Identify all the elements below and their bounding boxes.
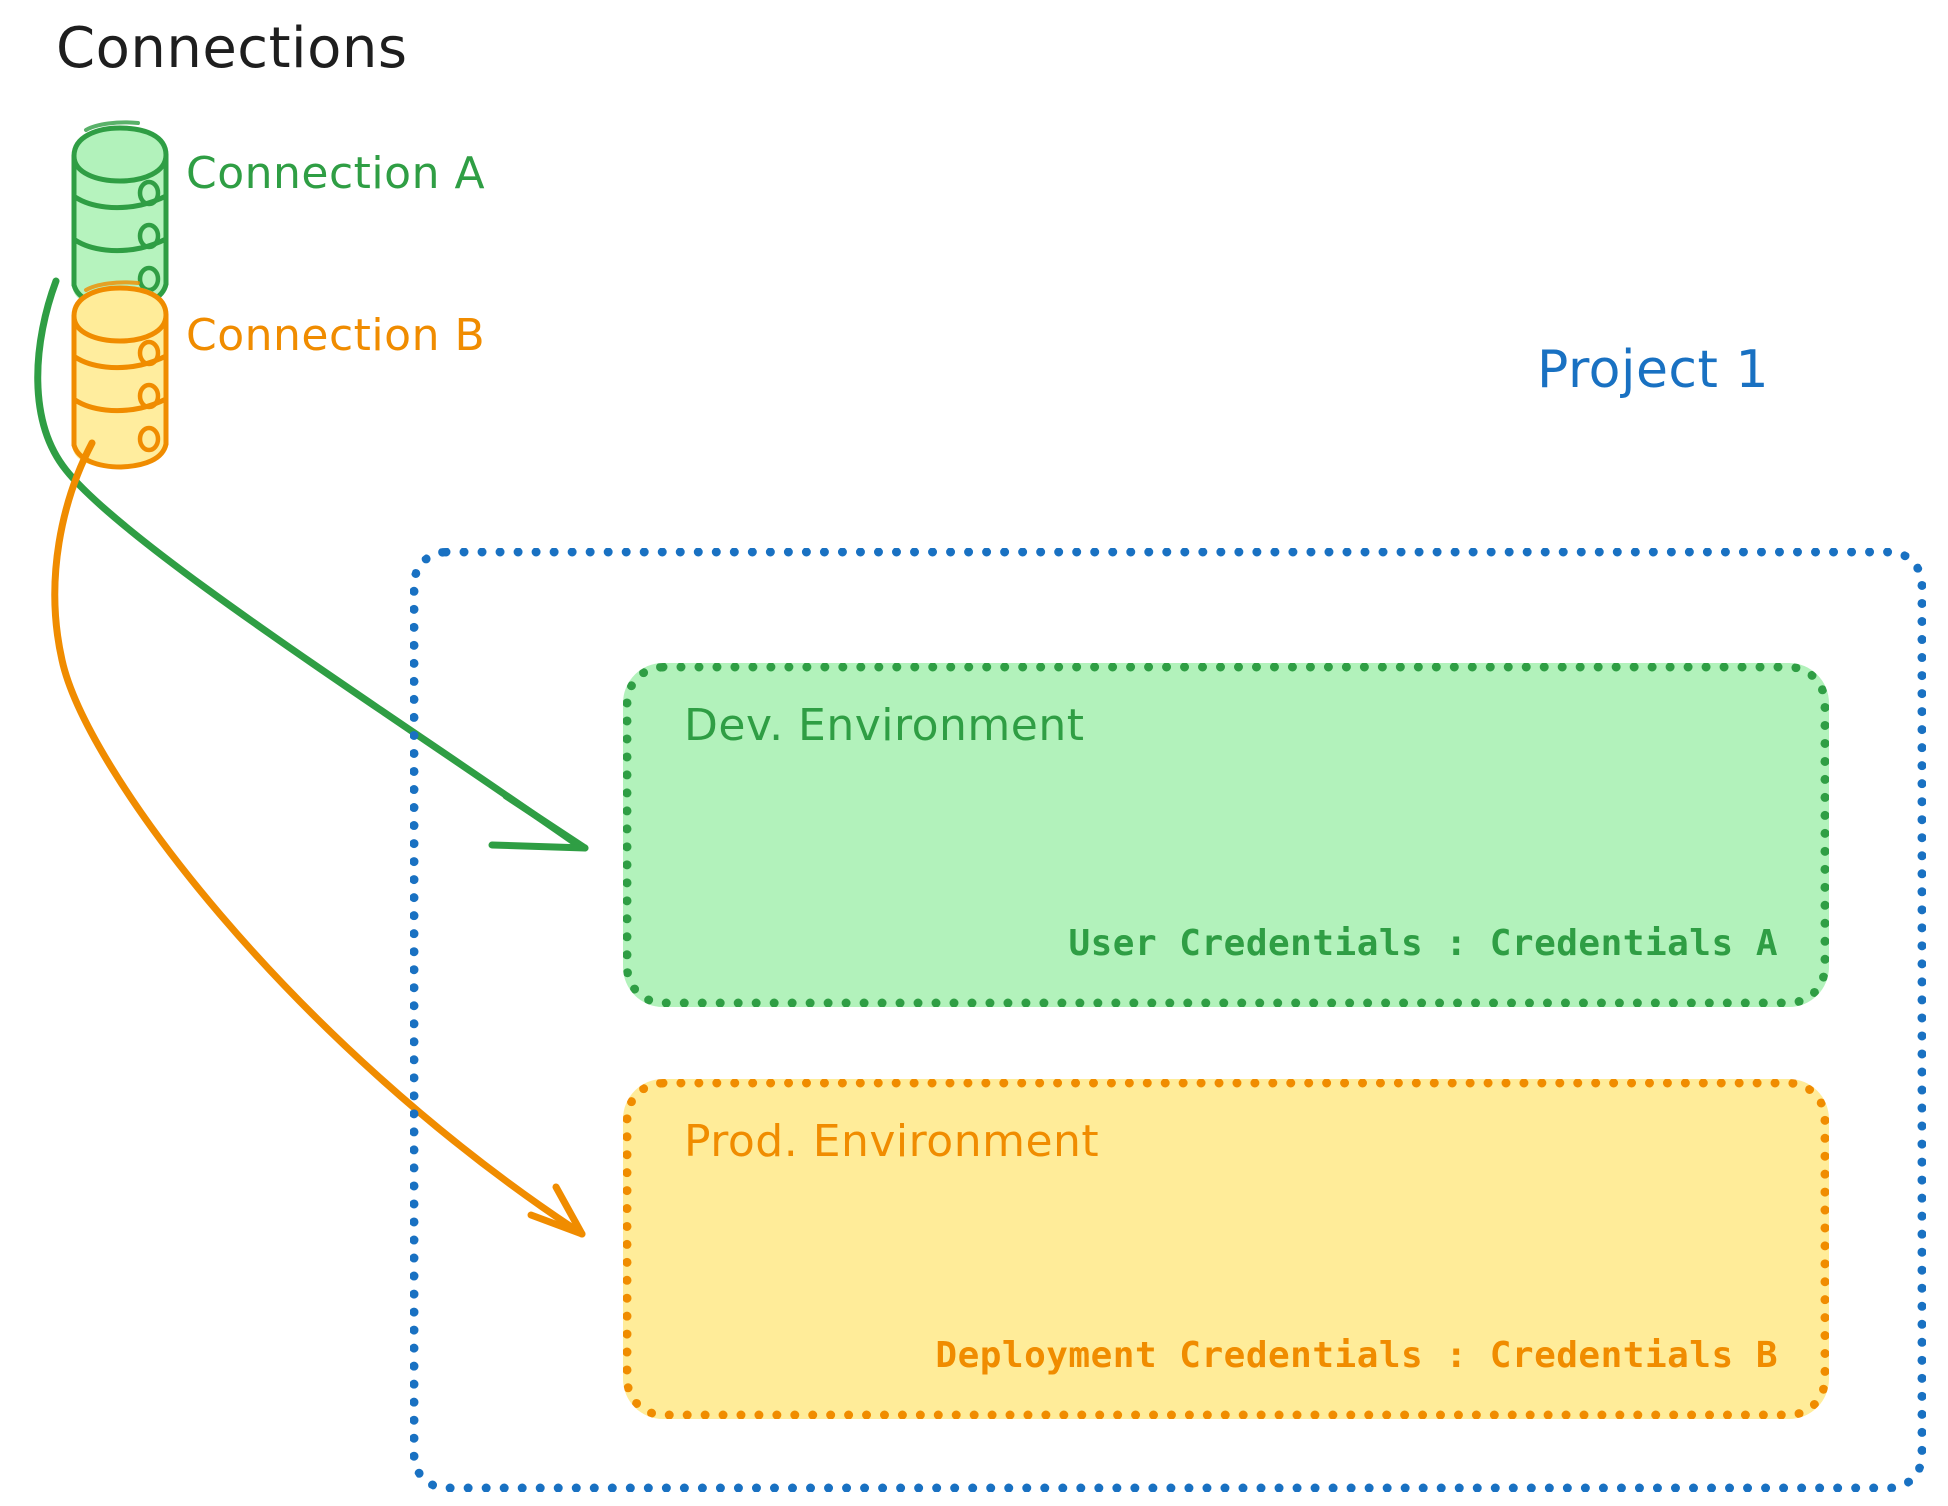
- project-container: Dev. Environment User Credentials : Cred…: [410, 548, 1926, 1492]
- prod-environment-title: Prod. Environment: [684, 1116, 1100, 1167]
- dev-environment-box[interactable]: Dev. Environment User Credentials : Cred…: [623, 663, 1829, 1007]
- connection-b-label[interactable]: Connection B: [186, 310, 486, 361]
- connection-a-label[interactable]: Connection A: [186, 148, 486, 199]
- connection-b-icon-slot[interactable]: [66, 278, 176, 478]
- page-title: Connections: [56, 16, 408, 81]
- dev-environment-title: Dev. Environment: [684, 700, 1085, 751]
- project-label: Project 1: [1537, 340, 1770, 400]
- dev-environment-credentials: User Credentials : Credentials A: [1068, 923, 1778, 964]
- prod-environment-credentials: Deployment Credentials : Credentials B: [935, 1335, 1778, 1376]
- prod-environment-box[interactable]: Prod. Environment Deployment Credentials…: [623, 1079, 1829, 1419]
